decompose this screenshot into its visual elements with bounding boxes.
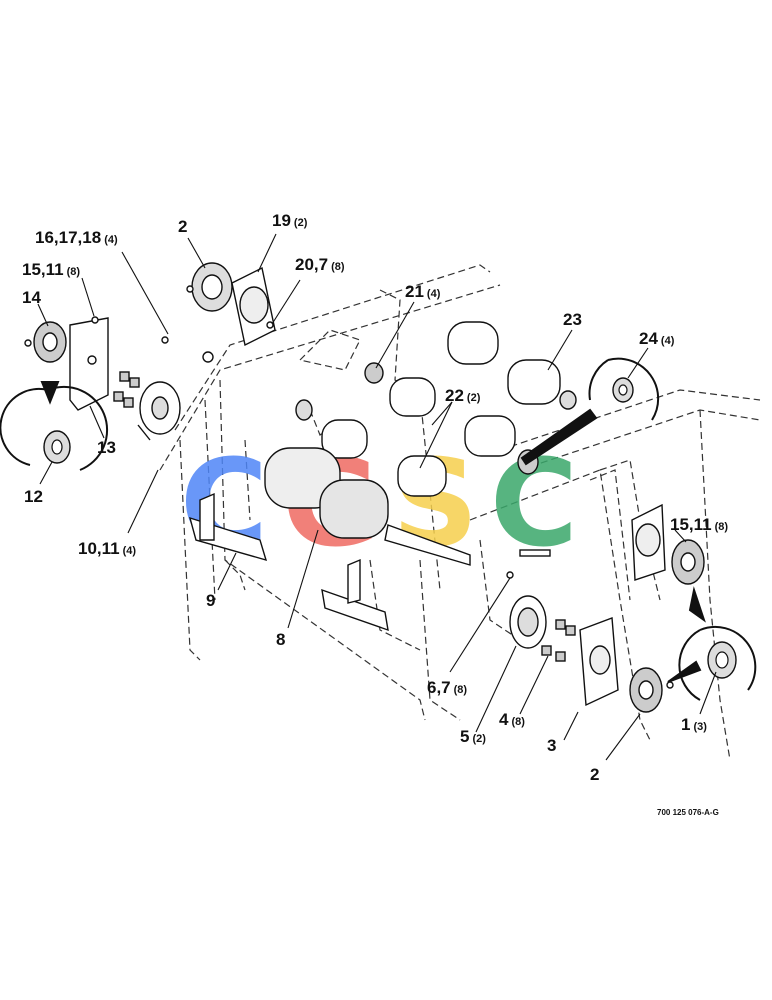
callout-13: 13 (97, 438, 116, 457)
callout-21: 21(4) (405, 282, 441, 301)
roller-22 (321, 377, 516, 497)
bearing-14 (24, 321, 67, 363)
callout-1: 1(3) (681, 715, 707, 734)
bearing-15-right (631, 503, 705, 585)
bearing-flange-top-left (186, 262, 233, 312)
callout-14: 14 (22, 288, 41, 307)
mounting-plate-13 (69, 317, 109, 411)
t-bracket (321, 558, 389, 632)
leader-lines (37, 233, 717, 761)
bolt-icon (506, 571, 514, 579)
flange-disk-left (137, 381, 181, 441)
bolt-icon (91, 316, 99, 324)
callout-15-11-left: 15,11(8) (22, 260, 80, 279)
drawing-reference: 700 125 076-A-G (657, 808, 719, 817)
callout-2-top: 2 (178, 217, 187, 236)
roller-cap-21-icon (364, 362, 384, 384)
detail-insets (0, 357, 757, 701)
roller-cap-icon (295, 399, 313, 421)
callout-22: 22(2) (445, 386, 481, 405)
callout-2-bottom: 2 (590, 765, 599, 784)
callout-5: 5(2) (460, 727, 486, 746)
roller-23 (447, 321, 577, 410)
callout-10-11: 10,11(4) (78, 539, 136, 558)
nut-cluster-right (541, 619, 576, 662)
nut-cluster-left (113, 371, 140, 408)
bolt-icon (161, 336, 169, 344)
bearing-flange-bottom-right (629, 667, 674, 713)
mounting-plate-3 (579, 617, 619, 707)
parts (24, 262, 705, 713)
machine-frame (159, 264, 761, 761)
callout-4: 4(8) (499, 710, 525, 729)
callout-24: 24(4) (639, 329, 675, 348)
bracket-9 (188, 492, 268, 562)
callout-16-17-18: 16,17,18(4) (35, 228, 118, 247)
callout-12: 12 (24, 487, 43, 506)
washer-icon (202, 351, 214, 363)
flange-disk-5 (509, 595, 547, 649)
callout-23: 23 (563, 310, 582, 329)
callout-20-7: 20,7(8) (295, 255, 345, 274)
callout-9: 9 (206, 591, 215, 610)
gasket-plate-19 (231, 266, 276, 347)
callout-labels: 16,17,18(4) 2 19(2) 20,7(8) 15,11(8) 14 … (22, 211, 728, 784)
callout-8: 8 (276, 630, 285, 649)
main-roller-8 (264, 447, 471, 566)
bolt-icon (519, 549, 551, 557)
callout-3: 3 (547, 736, 556, 755)
callout-19: 19(2) (272, 211, 308, 230)
callout-15-11-right: 15,11(8) (670, 515, 728, 534)
callout-6-7: 6,7(8) (427, 678, 467, 697)
